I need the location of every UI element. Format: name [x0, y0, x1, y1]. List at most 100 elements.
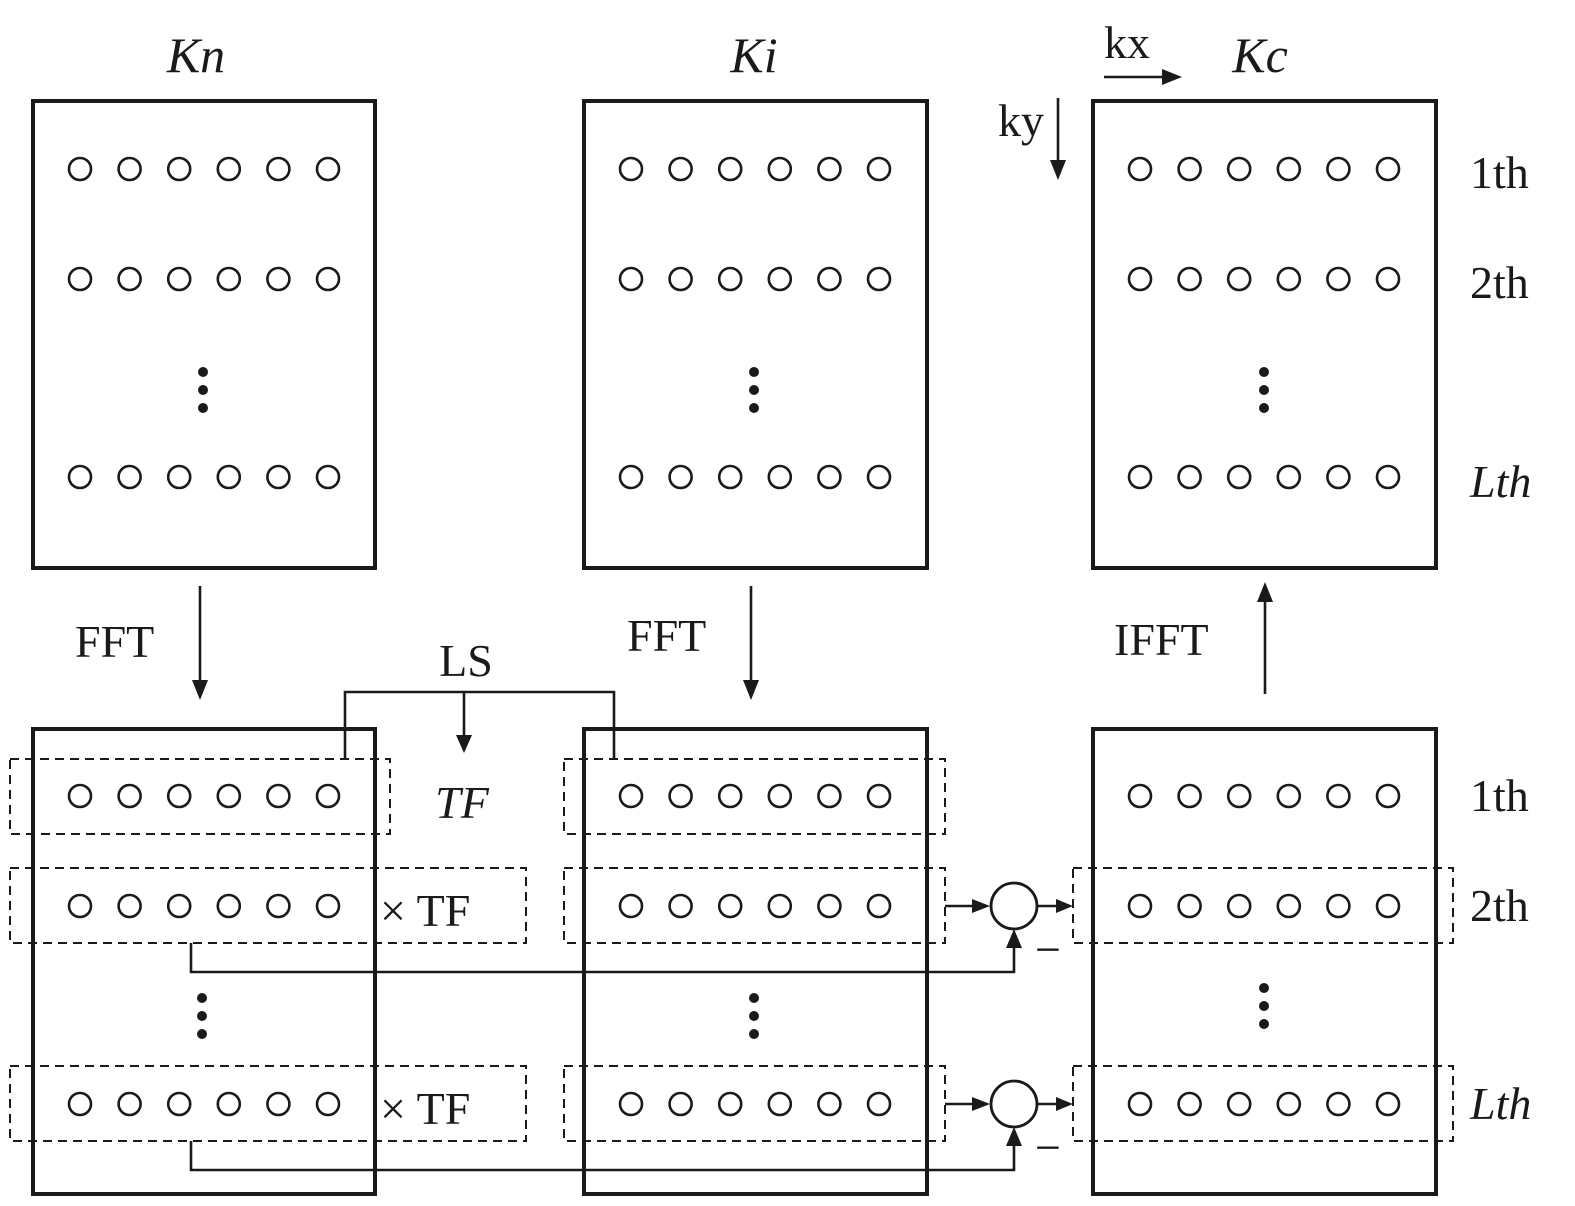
kx-label: kx [1104, 17, 1150, 68]
ki-top-row2-point [668, 266, 693, 292]
kc-top-row1-point [1127, 156, 1153, 182]
kn-top-rowl-point [166, 464, 192, 490]
ki-top-row1-point [668, 156, 693, 182]
kc-top-row2-point [1127, 266, 1153, 292]
ki-top-row1-point [767, 156, 793, 182]
kn-top-row1-point [67, 156, 93, 182]
kn-row1-frame [9, 758, 391, 835]
kn-matrix [31, 99, 377, 570]
kn-bottom-rowl-point [117, 1091, 142, 1117]
ki-top-row2-point [817, 266, 842, 292]
kn-row2-frame [9, 867, 527, 944]
kn-bottom-row2-point [216, 893, 242, 919]
ki-row1-frame [563, 758, 946, 835]
kc-top-rowl-point [1326, 464, 1351, 490]
times-tf-label-row2: × TF [380, 885, 470, 936]
ki-bottom-row2-point [668, 893, 693, 919]
ellipsis-dot [1259, 403, 1269, 413]
kn-bottom-row2-point [166, 893, 192, 919]
ellipsis-dot [197, 1011, 207, 1021]
kc-top-row1-point [1276, 156, 1302, 182]
sum-junction-rowl [989, 1079, 1039, 1129]
kn-bottom-rowl-point [67, 1091, 93, 1117]
subtract-node-row2 [189, 881, 1073, 974]
fft-mid-label: FFT [627, 610, 706, 661]
kn-top-row1-point [266, 156, 291, 182]
kn-fft-matrix [31, 727, 377, 1196]
kc-top-row1-point [1326, 156, 1351, 182]
kc-bottom-rowl-point [1326, 1091, 1351, 1117]
kc-bottom-rowl-point [1375, 1091, 1401, 1117]
kn-bottom-row1-point [117, 783, 142, 809]
kn-bottom-rowl-point [315, 1091, 341, 1117]
kc-label: Kc [1231, 27, 1288, 83]
kc-top-row2-point [1326, 266, 1351, 292]
kc-fft-matrix [1091, 727, 1438, 1196]
kc-rowl-frame [1072, 1065, 1454, 1142]
kn-bottom-row2-point [67, 893, 93, 919]
ki-top-row1-point [866, 156, 892, 182]
kn-label: Kn [166, 27, 225, 83]
ellipsis-dot [198, 367, 208, 377]
ki-top-rowl-point [668, 464, 693, 490]
kn-bottom-row1-point [266, 783, 291, 809]
ellipsis-dot [1259, 385, 1269, 395]
kc-bottom-row1-point [1326, 783, 1351, 809]
ellipsis-dot [1259, 983, 1269, 993]
row-label-lth-top: Lth [1469, 456, 1531, 507]
kc-bottom-row1-point [1375, 783, 1401, 809]
kc-bottom-row2-point [1177, 893, 1202, 919]
fft-mid-arrow [743, 586, 759, 700]
ellipsis-dot [749, 993, 759, 1003]
ki-bottom-row1-point [866, 783, 892, 809]
ki-rowl-frame [563, 1065, 946, 1142]
kn-bottom-rowl-point [216, 1091, 242, 1117]
kn-top-rowl-point [266, 464, 291, 490]
ki-bottom-row2-point [618, 893, 644, 919]
kc-bottom-rowl-point [1177, 1091, 1202, 1117]
kc-matrix [1091, 99, 1438, 570]
sample-points [67, 156, 1401, 1117]
kn-top-row2-point [266, 266, 291, 292]
kc-bottom-row1-point [1127, 783, 1153, 809]
kn-rowl-frame [9, 1065, 527, 1142]
ki-top-rowl-point [767, 464, 793, 490]
kn-top-row2-point [315, 266, 341, 292]
row-label-2th-bottom: 2th [1470, 880, 1529, 931]
ellipsis-dots [197, 367, 1269, 1039]
ellipsis-dot [198, 403, 208, 413]
kc-top-row2-point [1375, 266, 1401, 292]
kn-top-row1-point [166, 156, 192, 182]
ki-bottom-rowl-point [817, 1091, 842, 1117]
fft-left-arrow [192, 586, 208, 700]
kc-row2-frame [1072, 867, 1454, 944]
subtract-node-rowl [189, 1079, 1073, 1172]
ki-bottom-row1-point [717, 783, 743, 809]
kn-top-row1-point [216, 156, 242, 182]
kn-bottom-row2-point [117, 893, 142, 919]
ki-top-row2-point [717, 266, 743, 292]
minus-sign-rowl: − [1035, 1122, 1061, 1173]
row-label-lth-bottom: Lth [1469, 1078, 1531, 1129]
ki-top-row1-point [717, 156, 743, 182]
times-tf-label-rowl: × TF [380, 1083, 470, 1134]
kn-bottom-rowl-point [266, 1091, 291, 1117]
kn-top-row1-point [315, 156, 341, 182]
kc-top-row2-point [1226, 266, 1252, 292]
kc-bottom-row1-point [1276, 783, 1302, 809]
tf-label: TF [435, 777, 490, 828]
ki-bottom-row1-point [618, 783, 644, 809]
ki-top-rowl-point [866, 464, 892, 490]
ellipsis-dot [1259, 1019, 1269, 1029]
kc-top-row2-point [1276, 266, 1302, 292]
kc-top-rowl-point [1127, 464, 1153, 490]
ki-fft-matrix [582, 727, 929, 1196]
kc-top-row2-point [1177, 266, 1202, 292]
kc-top-row1-point [1375, 156, 1401, 182]
kc-top-rowl-point [1177, 464, 1202, 490]
kn-bottom-row1-point [216, 783, 242, 809]
ki-bottom-row1-point [668, 783, 693, 809]
fft-left-label: FFT [75, 616, 154, 667]
kc-bottom-row2-point [1375, 893, 1401, 919]
